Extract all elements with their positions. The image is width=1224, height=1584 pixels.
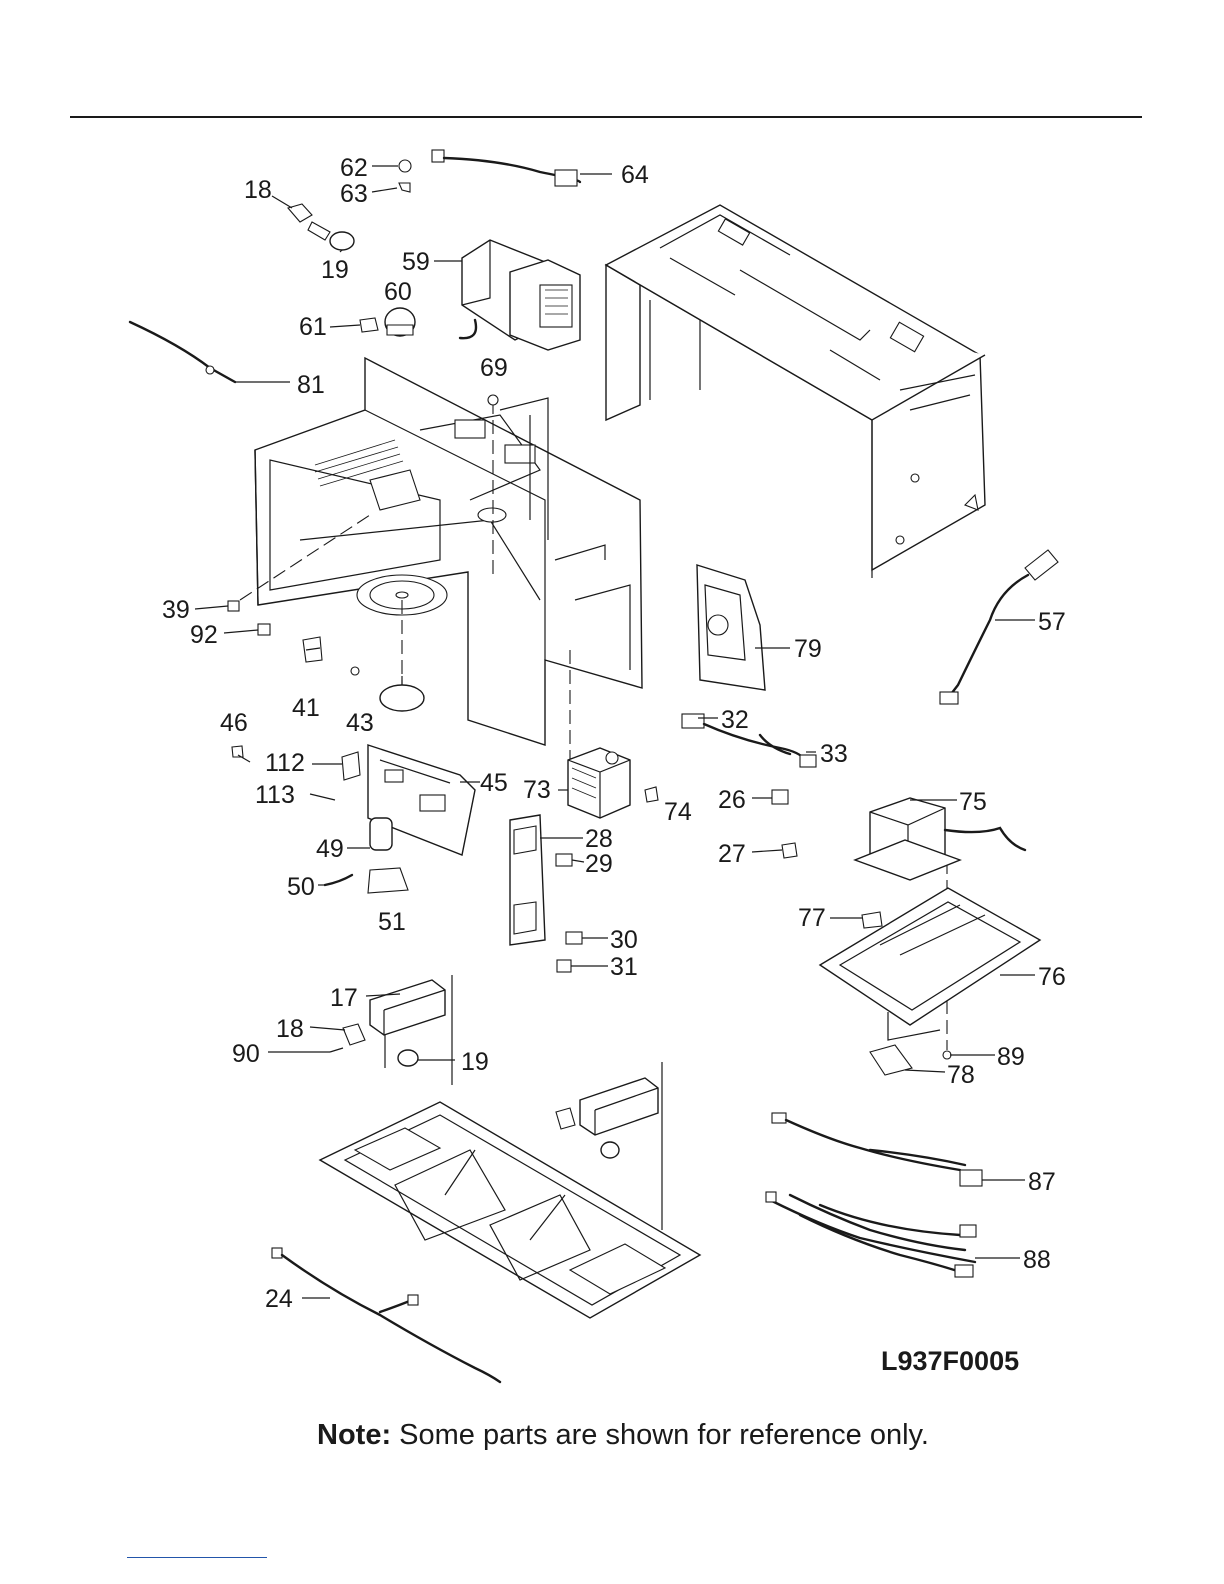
part-51 bbox=[368, 868, 408, 893]
part-32 bbox=[682, 714, 704, 728]
wire-harness-87 bbox=[772, 1113, 982, 1186]
callout-74: 74 bbox=[664, 798, 692, 826]
lamp-bulb-19-top bbox=[330, 232, 354, 250]
callout-87: 87 bbox=[1028, 1168, 1056, 1196]
part-39 bbox=[228, 601, 239, 611]
callout-81: 81 bbox=[297, 371, 325, 399]
callout-50: 50 bbox=[287, 873, 315, 901]
callout-19-top: 19 bbox=[321, 256, 349, 284]
part-74 bbox=[645, 787, 658, 802]
part-92 bbox=[258, 624, 270, 635]
callout-76: 76 bbox=[1038, 963, 1066, 991]
lamp-bulb-19-bottom bbox=[398, 1050, 418, 1066]
motor-60 bbox=[385, 308, 415, 336]
callout-24: 24 bbox=[265, 1285, 293, 1313]
callout-18-top: 18 bbox=[244, 176, 272, 204]
part-62 bbox=[399, 160, 411, 172]
callout-59: 59 bbox=[402, 248, 430, 276]
lamp-socket-18-bottom bbox=[343, 1024, 365, 1045]
wire-harness-24 bbox=[272, 1248, 500, 1382]
callout-69: 69 bbox=[480, 354, 508, 382]
fan-assembly bbox=[460, 240, 580, 350]
panel-79 bbox=[697, 565, 765, 690]
callout-19-bottom: 19 bbox=[461, 1048, 489, 1076]
part-26 bbox=[772, 790, 788, 804]
callout-88: 88 bbox=[1023, 1246, 1051, 1274]
callout-112: 112 bbox=[265, 749, 305, 777]
callout-73: 73 bbox=[523, 776, 551, 804]
part-27 bbox=[782, 843, 797, 858]
callout-49: 49 bbox=[316, 835, 344, 863]
callout-18-bottom: 18 bbox=[276, 1015, 304, 1043]
callout-17: 17 bbox=[330, 984, 358, 1012]
callout-46: 46 bbox=[220, 709, 248, 737]
callout-64: 64 bbox=[621, 161, 649, 189]
part-89 bbox=[943, 1051, 951, 1059]
callout-45: 45 bbox=[480, 769, 508, 797]
screw-90 bbox=[330, 1048, 343, 1052]
part-113 bbox=[310, 794, 335, 800]
part-49 bbox=[370, 818, 392, 850]
callout-51: 51 bbox=[378, 908, 406, 936]
bracket-41 bbox=[303, 637, 322, 662]
callout-90: 90 bbox=[232, 1040, 260, 1068]
part-46 bbox=[232, 746, 243, 757]
note-text: Some parts are shown for reference only. bbox=[391, 1419, 929, 1451]
wire-harness-88 bbox=[766, 1192, 976, 1277]
lamp-housing-17 bbox=[370, 975, 452, 1085]
wire-harness-64 bbox=[432, 150, 580, 186]
callout-41: 41 bbox=[292, 694, 320, 722]
callout-92: 92 bbox=[190, 621, 218, 649]
transformer-75 bbox=[855, 798, 1025, 880]
part-77 bbox=[862, 912, 882, 928]
sensor-wire-81 bbox=[130, 322, 235, 382]
note-prefix: Note: bbox=[317, 1419, 391, 1451]
callout-77: 77 bbox=[798, 904, 826, 932]
callout-63: 63 bbox=[340, 180, 368, 208]
callout-113: 113 bbox=[255, 781, 295, 809]
callout-78: 78 bbox=[947, 1061, 975, 1089]
switch-30 bbox=[566, 932, 582, 944]
part-69 bbox=[488, 395, 498, 405]
turntable-motor-43 bbox=[351, 667, 424, 711]
part-50 bbox=[325, 875, 352, 885]
reference-note: Note: Some parts are shown for reference… bbox=[317, 1419, 929, 1452]
callout-27: 27 bbox=[718, 840, 746, 868]
callout-60: 60 bbox=[384, 278, 412, 306]
callout-39: 39 bbox=[162, 596, 190, 624]
diagram-code: L937F0005 bbox=[881, 1346, 1019, 1377]
base-plate-76 bbox=[820, 888, 1040, 1040]
callout-79: 79 bbox=[794, 635, 822, 663]
callout-57: 57 bbox=[1038, 608, 1066, 636]
callout-43: 43 bbox=[346, 709, 374, 737]
callout-89: 89 bbox=[997, 1043, 1025, 1071]
callout-26: 26 bbox=[718, 786, 746, 814]
oven-cavity bbox=[255, 358, 642, 745]
lamp-socket-18-top bbox=[288, 204, 330, 240]
callout-62: 62 bbox=[340, 154, 368, 182]
callout-31: 31 bbox=[610, 953, 638, 981]
callout-61: 61 bbox=[299, 313, 327, 341]
callout-29: 29 bbox=[585, 850, 613, 878]
part-112 bbox=[342, 752, 360, 780]
switch-29 bbox=[556, 854, 572, 866]
callout-33: 33 bbox=[820, 740, 848, 768]
magnetron-73 bbox=[568, 748, 630, 818]
outer-cabinet bbox=[606, 205, 985, 578]
part-63 bbox=[399, 183, 410, 192]
switch-31 bbox=[557, 960, 571, 972]
footer-link-underline bbox=[127, 1557, 267, 1558]
callout-32: 32 bbox=[721, 706, 749, 734]
callout-28: 28 bbox=[585, 825, 613, 853]
callout-75: 75 bbox=[959, 788, 987, 816]
part-61 bbox=[360, 318, 378, 332]
bottom-panel bbox=[320, 1102, 700, 1318]
switch-holder-28 bbox=[510, 815, 545, 945]
callout-30: 30 bbox=[610, 926, 638, 954]
